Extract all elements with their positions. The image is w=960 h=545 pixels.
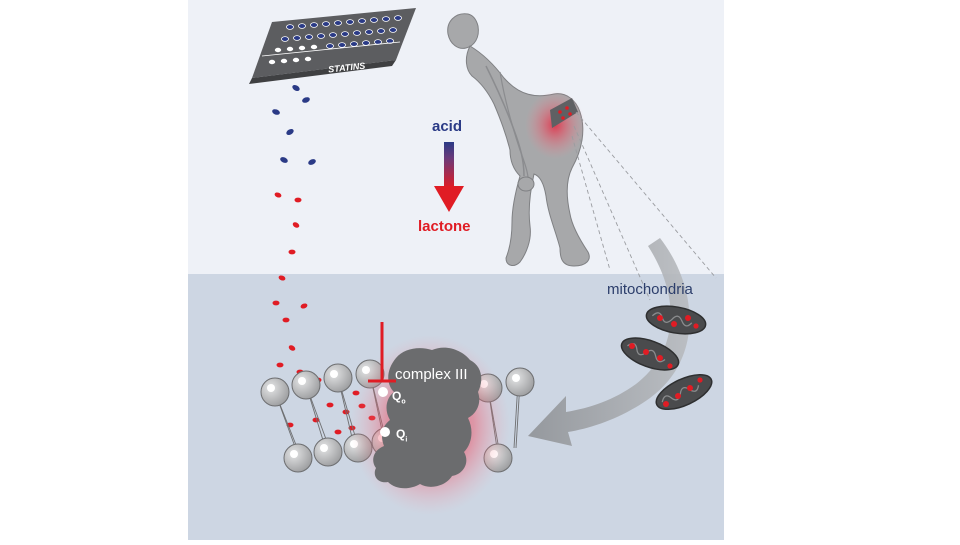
qi-site-marker: [380, 427, 390, 437]
mitochondria-label: mitochondria: [607, 281, 693, 298]
mitochondrion-icon-1: [645, 305, 707, 335]
statins-label: STATINS: [328, 61, 366, 75]
qo-subscript: o: [401, 398, 406, 406]
qo-site-label: Qo: [392, 389, 406, 405]
qo-main-text: Q: [392, 389, 402, 403]
mitochondrion-icon-2: [620, 337, 680, 371]
curved-arrow: [528, 238, 690, 446]
mitochondrion-icon-3: [655, 373, 713, 411]
statin-blister-pack-icon: STATINS: [249, 8, 416, 84]
leg-muscle-mitochondria-icon: [550, 98, 578, 128]
acid-label: acid: [432, 118, 463, 135]
qo-site-marker: [378, 387, 388, 397]
zoom-lines: [571, 111, 717, 301]
acid-statin-pills: [272, 84, 316, 165]
complex-iii-inhibition-marker: [368, 322, 396, 383]
qi-main-text: Q: [396, 427, 406, 441]
lactone-label: lactone: [418, 218, 471, 235]
person-with-muscle-pain-icon: [447, 13, 590, 267]
complex-iii-label: complex III: [395, 366, 468, 383]
complex-iii-protein-icon: [350, 335, 510, 515]
acid-to-lactone-arrow: [434, 142, 464, 212]
qi-subscript: i: [405, 436, 408, 444]
qi-site-label: Qi: [396, 427, 407, 443]
